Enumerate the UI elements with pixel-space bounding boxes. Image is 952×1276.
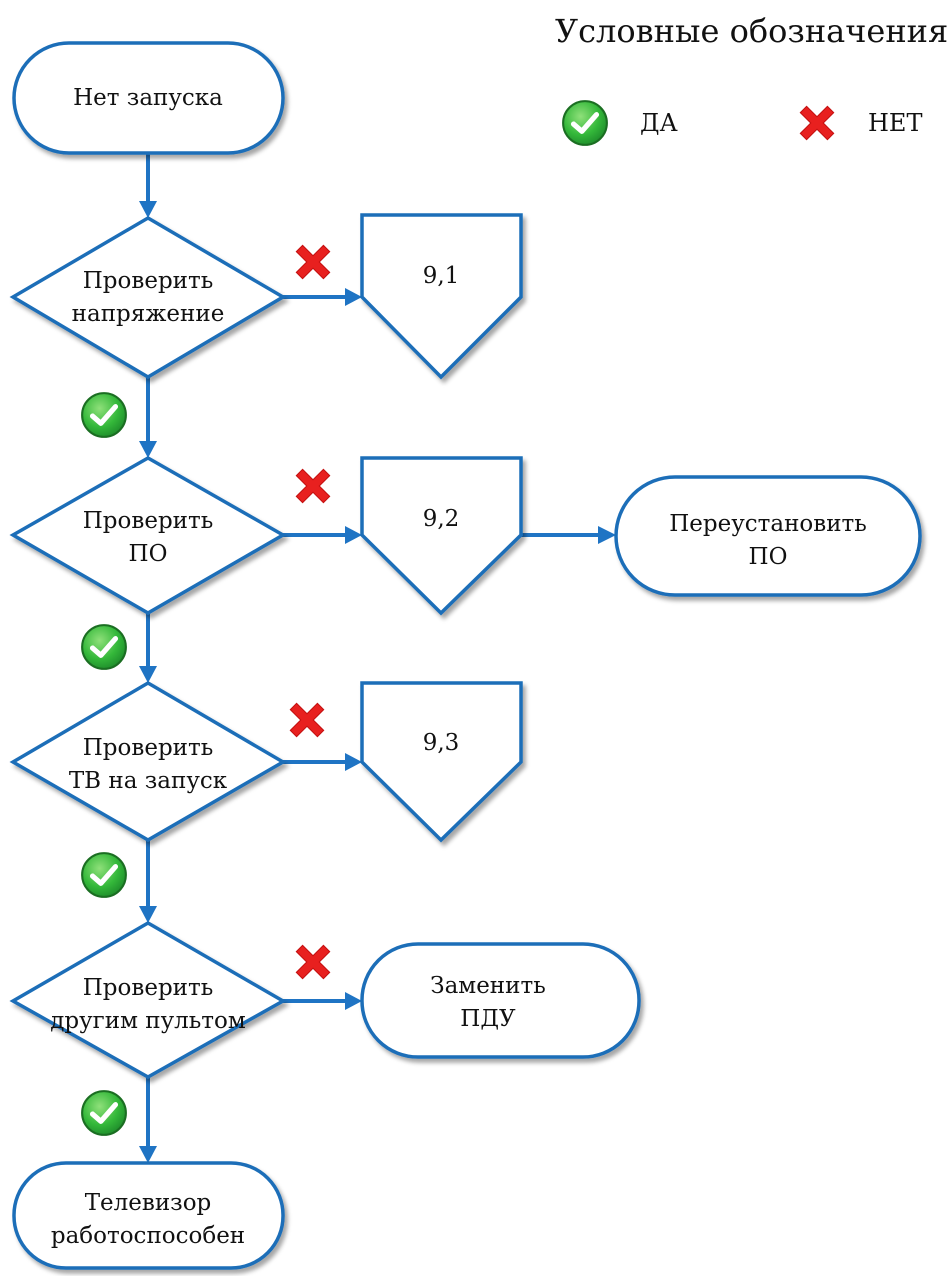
decision-remote-diamond [9,920,287,1080]
reinstall-software-terminator [614,475,922,597]
arrowhead [139,441,157,458]
green-check-icon [563,101,607,145]
yes-check-icon [82,393,126,437]
ref-9-1-label: 9,1 [423,263,460,289]
decision-tv-start-label-line1: Проверить [83,735,214,761]
arrowhead [139,201,157,218]
shapes [9,41,922,1270]
legend: Условные обозначения ДА НЕТ [555,12,948,145]
arrowhead [345,992,362,1010]
ref-9-3-label: 9,3 [423,730,460,756]
decision-software-diamond [9,455,287,616]
start-terminator [12,41,285,155]
decision-voltage-diamond [9,215,287,380]
legend-title: Условные обозначения [555,12,948,50]
arrowheads [139,201,616,1163]
decision-remote-label-line2: другим пультом [50,1008,246,1034]
offpage-ref-9-3 [360,681,523,843]
offpage-ref-9-2 [360,456,523,616]
no-cross-icon [295,944,331,980]
yes-check-icon [82,1091,126,1135]
arrowhead [139,1146,157,1163]
reinstall-software-label-line1: Переустановить [669,511,867,537]
arrowhead [345,526,362,544]
arrowhead [598,526,616,544]
red-cross-icon [799,105,835,141]
decision-voltage-label-line1: Проверить [83,268,214,294]
no-cross-icon [289,702,325,738]
decision-voltage-label-line2: напряжение [72,301,225,327]
yes-check-icon [82,625,126,669]
no-cross-icon [295,244,331,280]
end-label-line1: Телевизор [85,1190,212,1216]
replace-remote-label-line2: ПДУ [460,1006,516,1032]
replace-remote-terminator [360,942,641,1059]
decision-software-label-line1: Проверить [83,508,214,534]
node-labels: Нет запуска Проверить напряжение 9,1 Про… [50,85,867,1249]
arrowhead [139,666,157,683]
legend-yes-label: ДА [640,109,678,137]
decision-tv-start-diamond [9,680,287,843]
arrowhead [139,906,157,923]
replace-remote-label-line1: Заменить [430,973,545,999]
yes-check-icon [82,853,126,897]
arrowhead [345,753,362,771]
legend-no-label: НЕТ [868,109,922,137]
start-label: Нет запуска [73,85,223,111]
end-label-line2: работоспособен [51,1223,245,1249]
decision-software-label-line2: ПО [129,541,168,567]
connectors [146,153,600,1148]
end-terminator [12,1161,285,1270]
arrowhead [345,288,362,306]
no-cross-icon [295,468,331,504]
ref-9-2-label: 9,2 [423,506,460,532]
offpage-ref-9-1 [360,213,523,380]
decision-tv-start-label-line2: ТВ на запуск [69,768,228,794]
decision-remote-label-line1: Проверить [83,975,214,1001]
reinstall-software-label-line2: ПО [749,544,788,570]
